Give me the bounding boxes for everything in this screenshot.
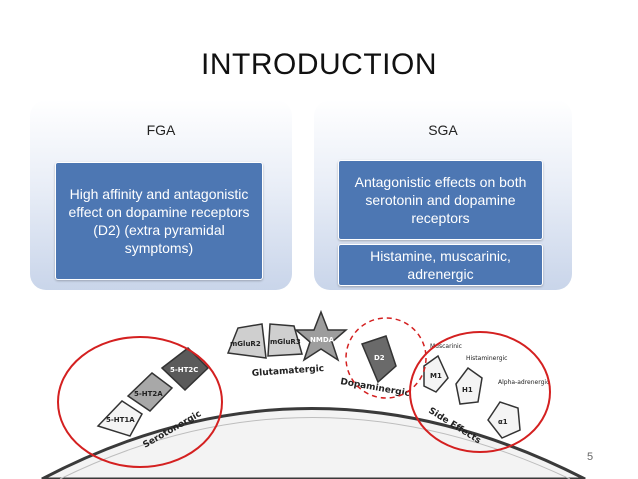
receptor-5ht1a-label: 5-HT1A [106, 416, 135, 424]
serotonergic-highlight-circle [57, 336, 223, 468]
receptor-d2-label: D2 [374, 354, 385, 362]
receptor-mglur2-shape [226, 323, 267, 359]
receptor-mglur3-shape [267, 323, 303, 357]
receptor-5ht2c-shape [160, 347, 210, 392]
receptor-5ht2a-shape [126, 372, 174, 412]
glutamatergic-receptors: mGluR2 mGluR3 NMDA Glutamatergic [226, 309, 349, 379]
receptor-h1-shape [455, 366, 483, 405]
sga-side-effect-box: Histamine, muscarinic, adrenergic [338, 244, 543, 286]
receptor-nmda-shape [293, 309, 349, 362]
histaminergic-label: Histaminergic [466, 355, 507, 362]
receptor-m1-label: M1 [430, 372, 442, 380]
receptor-5ht2a-label: 5-HT2A [134, 390, 163, 398]
fga-description-box: High affinity and antagonistic effect on… [55, 162, 263, 280]
slide-title: INTRODUCTION [201, 48, 437, 81]
receptor-figure: 5-HT1A 5-HT2A 5-HT2C Serotonergic mGluR2… [40, 298, 600, 479]
alpha-adrenergic-label: Alpha-adrenergic [498, 379, 549, 386]
receptor-mglur3-label: mGluR3 [270, 338, 301, 346]
page-number: 5 [587, 451, 594, 463]
membrane-dome [41, 407, 586, 479]
receptor-alpha1-shape [487, 401, 521, 439]
fga-title: FGA [146, 122, 176, 138]
receptor-h1-label: H1 [462, 386, 473, 394]
receptor-d2-shape [360, 335, 397, 384]
receptor-5ht1a-shape [96, 400, 143, 437]
receptor-mglur2-label: mGluR2 [230, 340, 261, 348]
sga-title: SGA [428, 122, 458, 138]
side-effects-highlight-circle [409, 331, 551, 453]
receptor-nmda-label: NMDA [310, 336, 335, 344]
sga-description-box: Antagonistic effects on both serotonin a… [338, 160, 543, 240]
muscarinic-label: Muscarinic [430, 343, 462, 350]
receptor-alpha1-label: α1 [498, 418, 508, 426]
dopaminergic-highlight-circle [345, 317, 427, 399]
receptor-m1-shape [423, 354, 449, 393]
receptor-5ht2c-label: 5-HT2C [170, 366, 198, 374]
